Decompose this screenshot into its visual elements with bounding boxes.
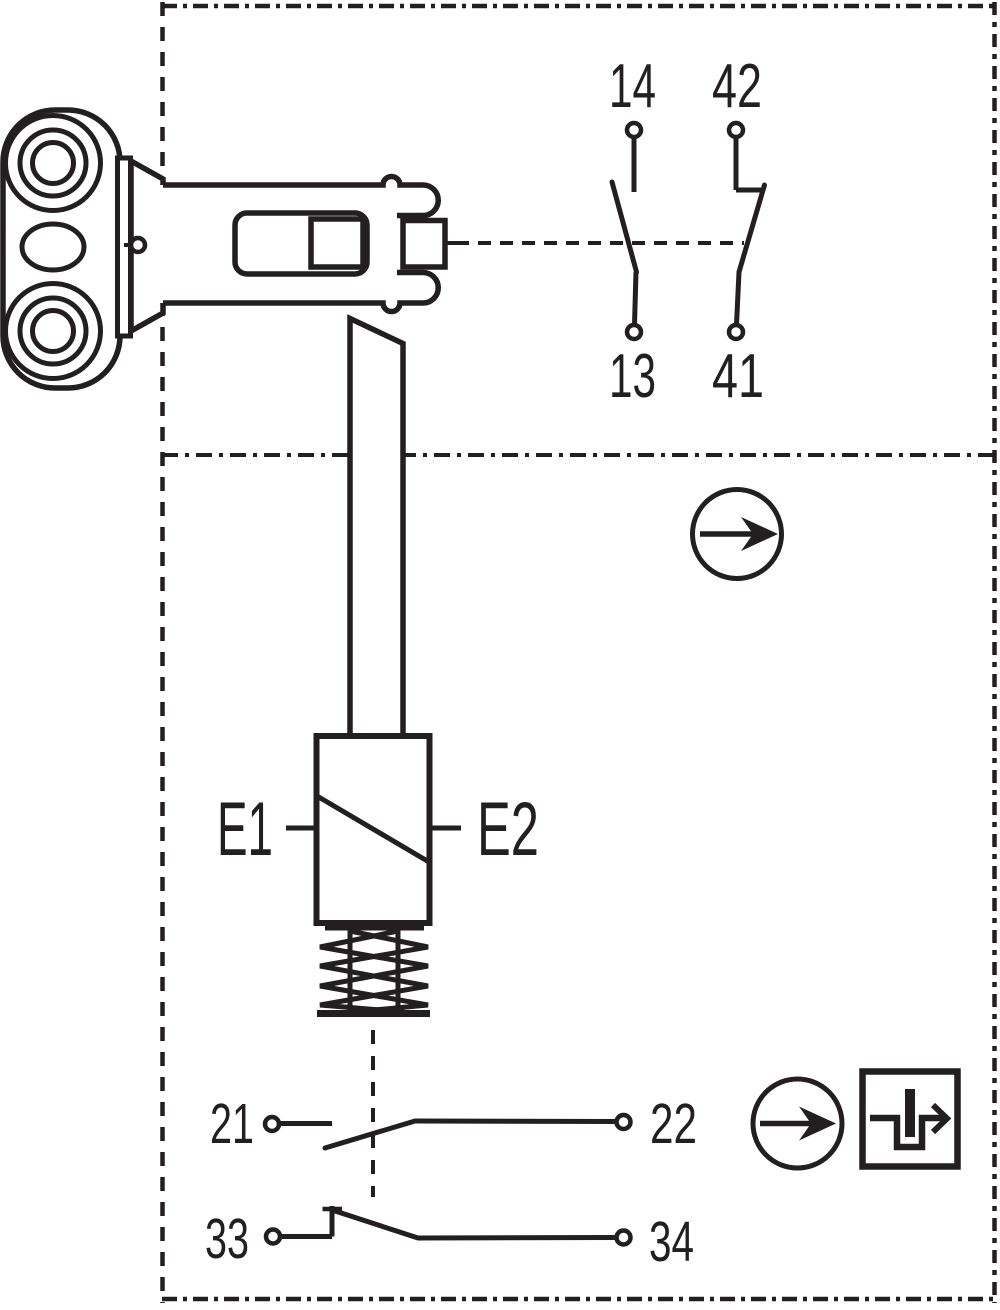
terminal-33 — [263, 1227, 283, 1246]
pivot-pin — [128, 235, 148, 255]
terminal-41 — [726, 322, 746, 342]
return-spring — [317, 923, 430, 1017]
arrow-circle — [690, 487, 784, 581]
contact-33-34: 33 34 — [205, 1206, 694, 1274]
spring-coil-b — [319, 928, 429, 1015]
head-roller-bottom-outer — [3, 281, 103, 381]
terminal-13 — [624, 322, 644, 342]
terminal-13-label: 13 — [609, 342, 656, 411]
arrow-head — [741, 517, 778, 551]
tongue-top-edge — [163, 173, 441, 219]
e1-label: E1 — [217, 787, 273, 872]
no-contact-14-13: 14 13 — [609, 52, 656, 411]
head-roller-top-mid — [17, 127, 89, 199]
terminal-34-label: 34 — [649, 1210, 694, 1274]
rod-outline — [347, 314, 406, 740]
terminal-22-label: 22 — [650, 1092, 697, 1156]
terminal-42-label: 42 — [712, 52, 762, 121]
lead-22 — [414, 1118, 617, 1124]
actuator-tongue — [160, 173, 456, 315]
linkage-lines — [371, 241, 744, 1197]
head-center-oval — [19, 221, 87, 273]
actuator-head — [0, 107, 166, 391]
tongue-bottom-edge — [163, 269, 441, 315]
terminal-21-label: 21 — [210, 1092, 254, 1156]
blade-42-41 — [736, 182, 767, 275]
lead-13 — [632, 271, 639, 325]
head-roller-top-outer — [3, 113, 103, 213]
blade-33-34 — [329, 1207, 421, 1241]
tongue-slot-block — [308, 216, 366, 270]
blade-14-13 — [609, 179, 639, 275]
plunger-rod — [347, 314, 406, 740]
blade-21-22 — [322, 1118, 418, 1151]
direction-arrow-bottom-icon — [750, 1076, 845, 1171]
direction-arrow-icon — [690, 487, 784, 581]
solenoid-e1-e2: E1 E2 — [217, 733, 539, 926]
head-roller-top-inner — [30, 140, 76, 186]
e2-label: E2 — [477, 787, 539, 872]
terminal-14-label: 14 — [609, 52, 656, 121]
contact-21-22: 21 22 — [210, 1092, 697, 1156]
lead-41 — [734, 271, 742, 325]
arrow-head — [799, 1106, 836, 1141]
plunger-step-icon — [859, 1068, 961, 1170]
terminal-22 — [614, 1112, 633, 1132]
step-icon-frame — [859, 1068, 961, 1170]
head-roller-bottom-mid — [17, 295, 89, 367]
arrow-circle — [750, 1076, 845, 1171]
head-roller-bottom-inner — [30, 308, 76, 354]
step-arrow-chevron — [930, 1102, 952, 1135]
cam-block — [400, 217, 448, 270]
terminal-41-label: 41 — [712, 342, 764, 411]
nc-contact-42-41: 42 41 — [712, 52, 767, 411]
step-notch-line — [870, 1114, 946, 1151]
terminal-21 — [262, 1114, 282, 1134]
lead-34 — [417, 1235, 617, 1241]
terminal-14 — [624, 120, 644, 140]
enclosure-border — [160, 2, 997, 1303]
terminal-33-label: 33 — [205, 1207, 249, 1271]
solenoid-diagonal — [315, 793, 431, 865]
terminal-42 — [726, 120, 746, 140]
terminal-34 — [614, 1228, 633, 1247]
